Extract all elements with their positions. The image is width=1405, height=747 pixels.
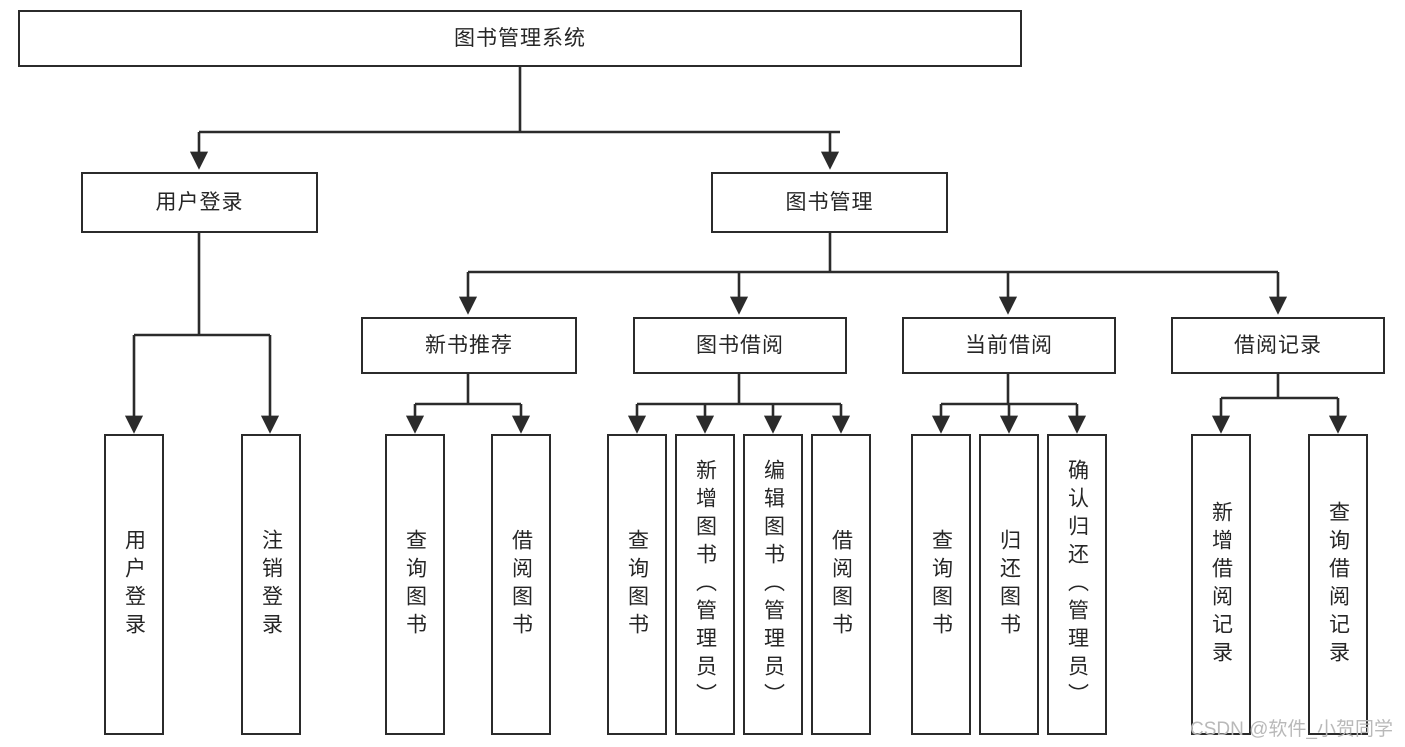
- node-root[interactable]: 图书管理系统: [18, 10, 1022, 67]
- node-leaf-query-record-label: 查询借阅记录: [1326, 500, 1350, 669]
- node-current-borrow-label: 当前借阅: [965, 333, 1053, 357]
- node-leaf-query-book-3[interactable]: 查询图书: [911, 434, 971, 735]
- node-user-login-label: 用户登录: [155, 190, 244, 214]
- node-leaf-query-book-2[interactable]: 查询图书: [607, 434, 667, 735]
- node-user-login[interactable]: 用户登录: [81, 172, 318, 233]
- node-leaf-add-record-label: 新增借阅记录: [1209, 500, 1233, 669]
- node-leaf-borrow-book-1-label: 借阅图书: [509, 528, 533, 641]
- node-leaf-confirm-return[interactable]: 确认归还（管理员）: [1047, 434, 1107, 735]
- node-leaf-logout[interactable]: 注销登录: [241, 434, 301, 735]
- node-leaf-user-login[interactable]: 用户登录: [104, 434, 164, 735]
- node-leaf-query-book-3-label: 查询图书: [929, 528, 953, 641]
- node-leaf-confirm-return-label: 确认归还（管理员）: [1065, 458, 1089, 711]
- node-new-book-recommend[interactable]: 新书推荐: [361, 317, 577, 374]
- node-book-borrow-label: 图书借阅: [696, 333, 784, 357]
- node-current-borrow[interactable]: 当前借阅: [902, 317, 1116, 374]
- node-leaf-add-book-label: 新增图书（管理员）: [693, 458, 717, 711]
- node-leaf-add-record[interactable]: 新增借阅记录: [1191, 434, 1251, 735]
- node-book-borrow[interactable]: 图书借阅: [633, 317, 847, 374]
- watermark: CSDN @软件_小贺同学: [1190, 719, 1393, 740]
- node-borrow-record[interactable]: 借阅记录: [1171, 317, 1385, 374]
- node-leaf-user-login-label: 用户登录: [122, 528, 146, 641]
- node-leaf-query-book-1-label: 查询图书: [403, 528, 427, 641]
- node-leaf-borrow-book-1[interactable]: 借阅图书: [491, 434, 551, 735]
- node-borrow-record-label: 借阅记录: [1234, 333, 1322, 357]
- node-book-manage[interactable]: 图书管理: [711, 172, 948, 233]
- node-leaf-return-book-label: 归还图书: [997, 528, 1021, 641]
- node-leaf-edit-book[interactable]: 编辑图书（管理员）: [743, 434, 803, 735]
- node-leaf-borrow-book-2[interactable]: 借阅图书: [811, 434, 871, 735]
- node-leaf-query-book-1[interactable]: 查询图书: [385, 434, 445, 735]
- node-leaf-logout-label: 注销登录: [259, 528, 283, 641]
- node-book-manage-label: 图书管理: [785, 190, 874, 214]
- node-leaf-edit-book-label: 编辑图书（管理员）: [761, 458, 785, 711]
- node-leaf-query-book-2-label: 查询图书: [625, 528, 649, 641]
- node-new-book-recommend-label: 新书推荐: [425, 333, 513, 357]
- node-leaf-query-record[interactable]: 查询借阅记录: [1308, 434, 1368, 735]
- node-leaf-add-book[interactable]: 新增图书（管理员）: [675, 434, 735, 735]
- node-root-label: 图书管理系统: [454, 26, 586, 50]
- node-leaf-borrow-book-2-label: 借阅图书: [829, 528, 853, 641]
- node-leaf-return-book[interactable]: 归还图书: [979, 434, 1039, 735]
